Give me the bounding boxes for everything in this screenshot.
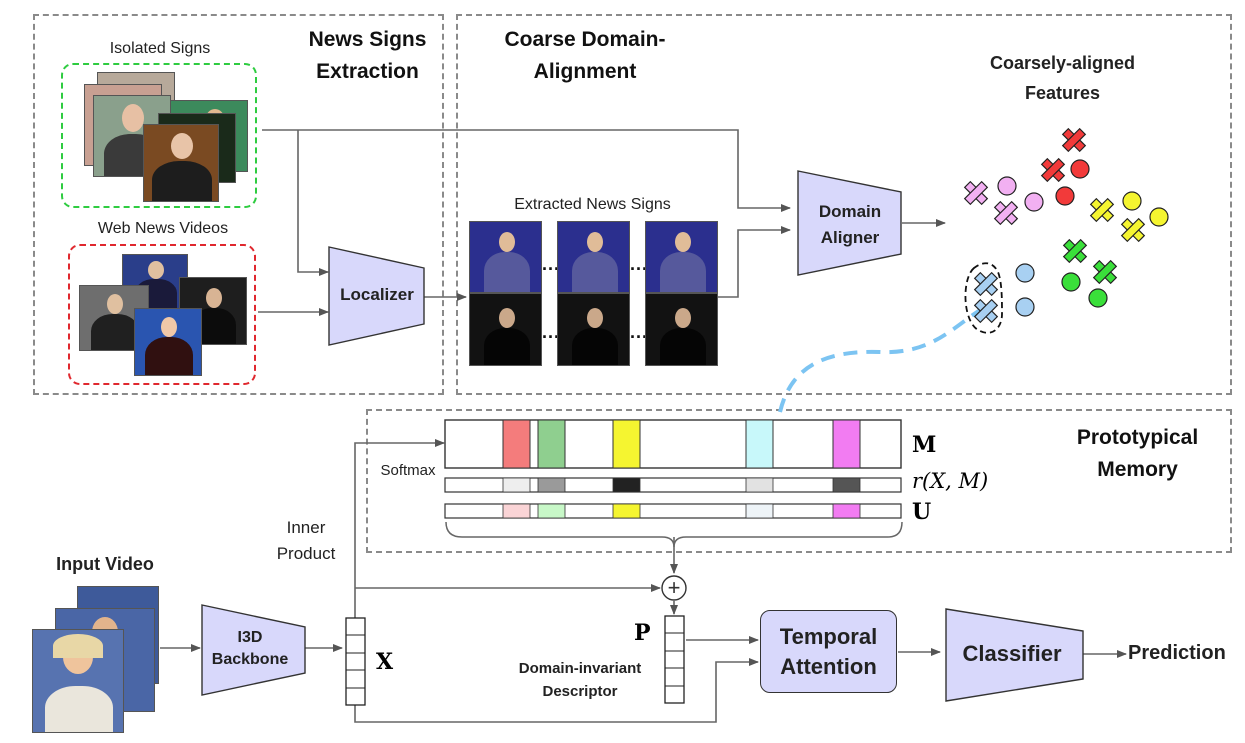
localizer-label: Localizer	[340, 285, 414, 304]
extracted-frame-6	[645, 293, 718, 366]
ellipsis-top-1: ...	[542, 254, 561, 274]
updated-slot-1	[502, 503, 531, 519]
blue-cluster-outline	[964, 262, 1003, 334]
relevance-slot-1	[502, 477, 531, 493]
web-news-box	[68, 244, 256, 385]
classifier-module	[945, 608, 1084, 702]
memory-to-cluster-link	[778, 308, 982, 413]
prototypical-memory-region	[366, 409, 1232, 553]
ellipsis-bottom-1: ...	[542, 322, 561, 342]
blue-cluster	[964, 262, 1035, 334]
coarse-domain-alignment-title: Coarse Domain-Alignment	[504, 28, 666, 83]
p-symbol: P	[634, 620, 651, 646]
news-signs-extraction-title: News Signs Extraction	[308, 28, 427, 83]
news-frame-4	[134, 308, 202, 376]
plus-symbol: +	[667, 575, 681, 600]
memory-slot-5	[832, 419, 861, 469]
isolated-frame-6	[143, 124, 219, 202]
temporal-attention-module	[760, 610, 897, 693]
extracted-news-signs-label: Extracted News Signs	[514, 196, 671, 213]
i3d-backbone-label: I3D Backbone	[211, 629, 289, 668]
extracted-frame-2	[557, 221, 630, 293]
news-signs-extraction-region	[33, 14, 444, 395]
input-frame-3	[32, 629, 124, 733]
plus-node	[661, 575, 687, 601]
web-news-videos-label: Web News Videos	[97, 220, 229, 237]
memory-slot-2	[537, 419, 566, 469]
classifier-label: Classifier	[962, 641, 1062, 666]
domain-aligner-label: Domain Aligner	[818, 202, 882, 247]
updated-slot-3	[612, 503, 641, 519]
arrow-x-to-attention	[354, 658, 759, 723]
x-feature-stack	[345, 617, 366, 706]
input-video-label: Input Video	[56, 554, 154, 574]
domain-invariant-descriptor-label: Domain-invariant Descriptor	[518, 660, 642, 700]
arrow-extracted-to-aligner	[718, 226, 791, 298]
relevance-slot-4	[745, 477, 774, 493]
memory-brace	[445, 521, 903, 548]
i3d-backbone-module	[201, 604, 306, 696]
extracted-frame-4	[469, 293, 542, 366]
x-symbol: X	[376, 649, 394, 675]
temporal-attention-label: Temporal Attention	[779, 624, 878, 679]
softmax-label: Softmax	[380, 462, 436, 479]
ellipsis-bottom-2: ...	[630, 322, 649, 342]
memory-slot-3	[612, 419, 641, 469]
relevance-slot-3	[612, 477, 641, 493]
updated-slot-2	[537, 503, 566, 519]
inner-product-label: Inner Product	[276, 518, 336, 563]
memory-slot-4	[745, 419, 774, 469]
feature-clusters	[963, 127, 1169, 334]
arrow-isolated-to-localizer	[297, 130, 329, 276]
arrow-x-to-memory	[354, 439, 445, 618]
red-cluster	[1040, 127, 1090, 206]
memory-rows	[444, 419, 902, 519]
extracted-frame-5	[557, 293, 630, 366]
arrow-isolated-to-aligner	[262, 129, 791, 212]
memory-symbol: M	[912, 432, 937, 458]
relevance-slot-5	[832, 477, 861, 493]
coarsely-aligned-features-label: Coarsely-aligned Features	[989, 53, 1136, 103]
isolated-signs-label: Isolated Signs	[109, 40, 211, 57]
prediction-label: Prediction	[1128, 642, 1226, 664]
localizer-module	[328, 246, 425, 346]
p-descriptor-stack	[664, 615, 685, 704]
memory-slot-1	[502, 419, 531, 469]
prototypical-memory-title: Prototypical Memory	[1076, 426, 1199, 481]
updated-slot-4	[745, 503, 774, 519]
extracted-frame-1	[469, 221, 542, 293]
extracted-frame-3	[645, 221, 718, 293]
yellow-cluster	[1089, 191, 1169, 243]
updated-slot-5	[832, 503, 861, 519]
ellipsis-top-2: ...	[630, 254, 649, 274]
coarse-domain-alignment-region	[456, 14, 1232, 395]
relevance-symbol: r(X, M)	[912, 469, 989, 493]
updated-symbol: U	[912, 499, 932, 525]
pink-cluster	[963, 176, 1044, 226]
domain-aligner-module	[797, 170, 902, 276]
isolated-signs-box	[61, 63, 257, 208]
green-cluster	[1061, 238, 1118, 308]
relevance-slot-2	[537, 477, 566, 493]
